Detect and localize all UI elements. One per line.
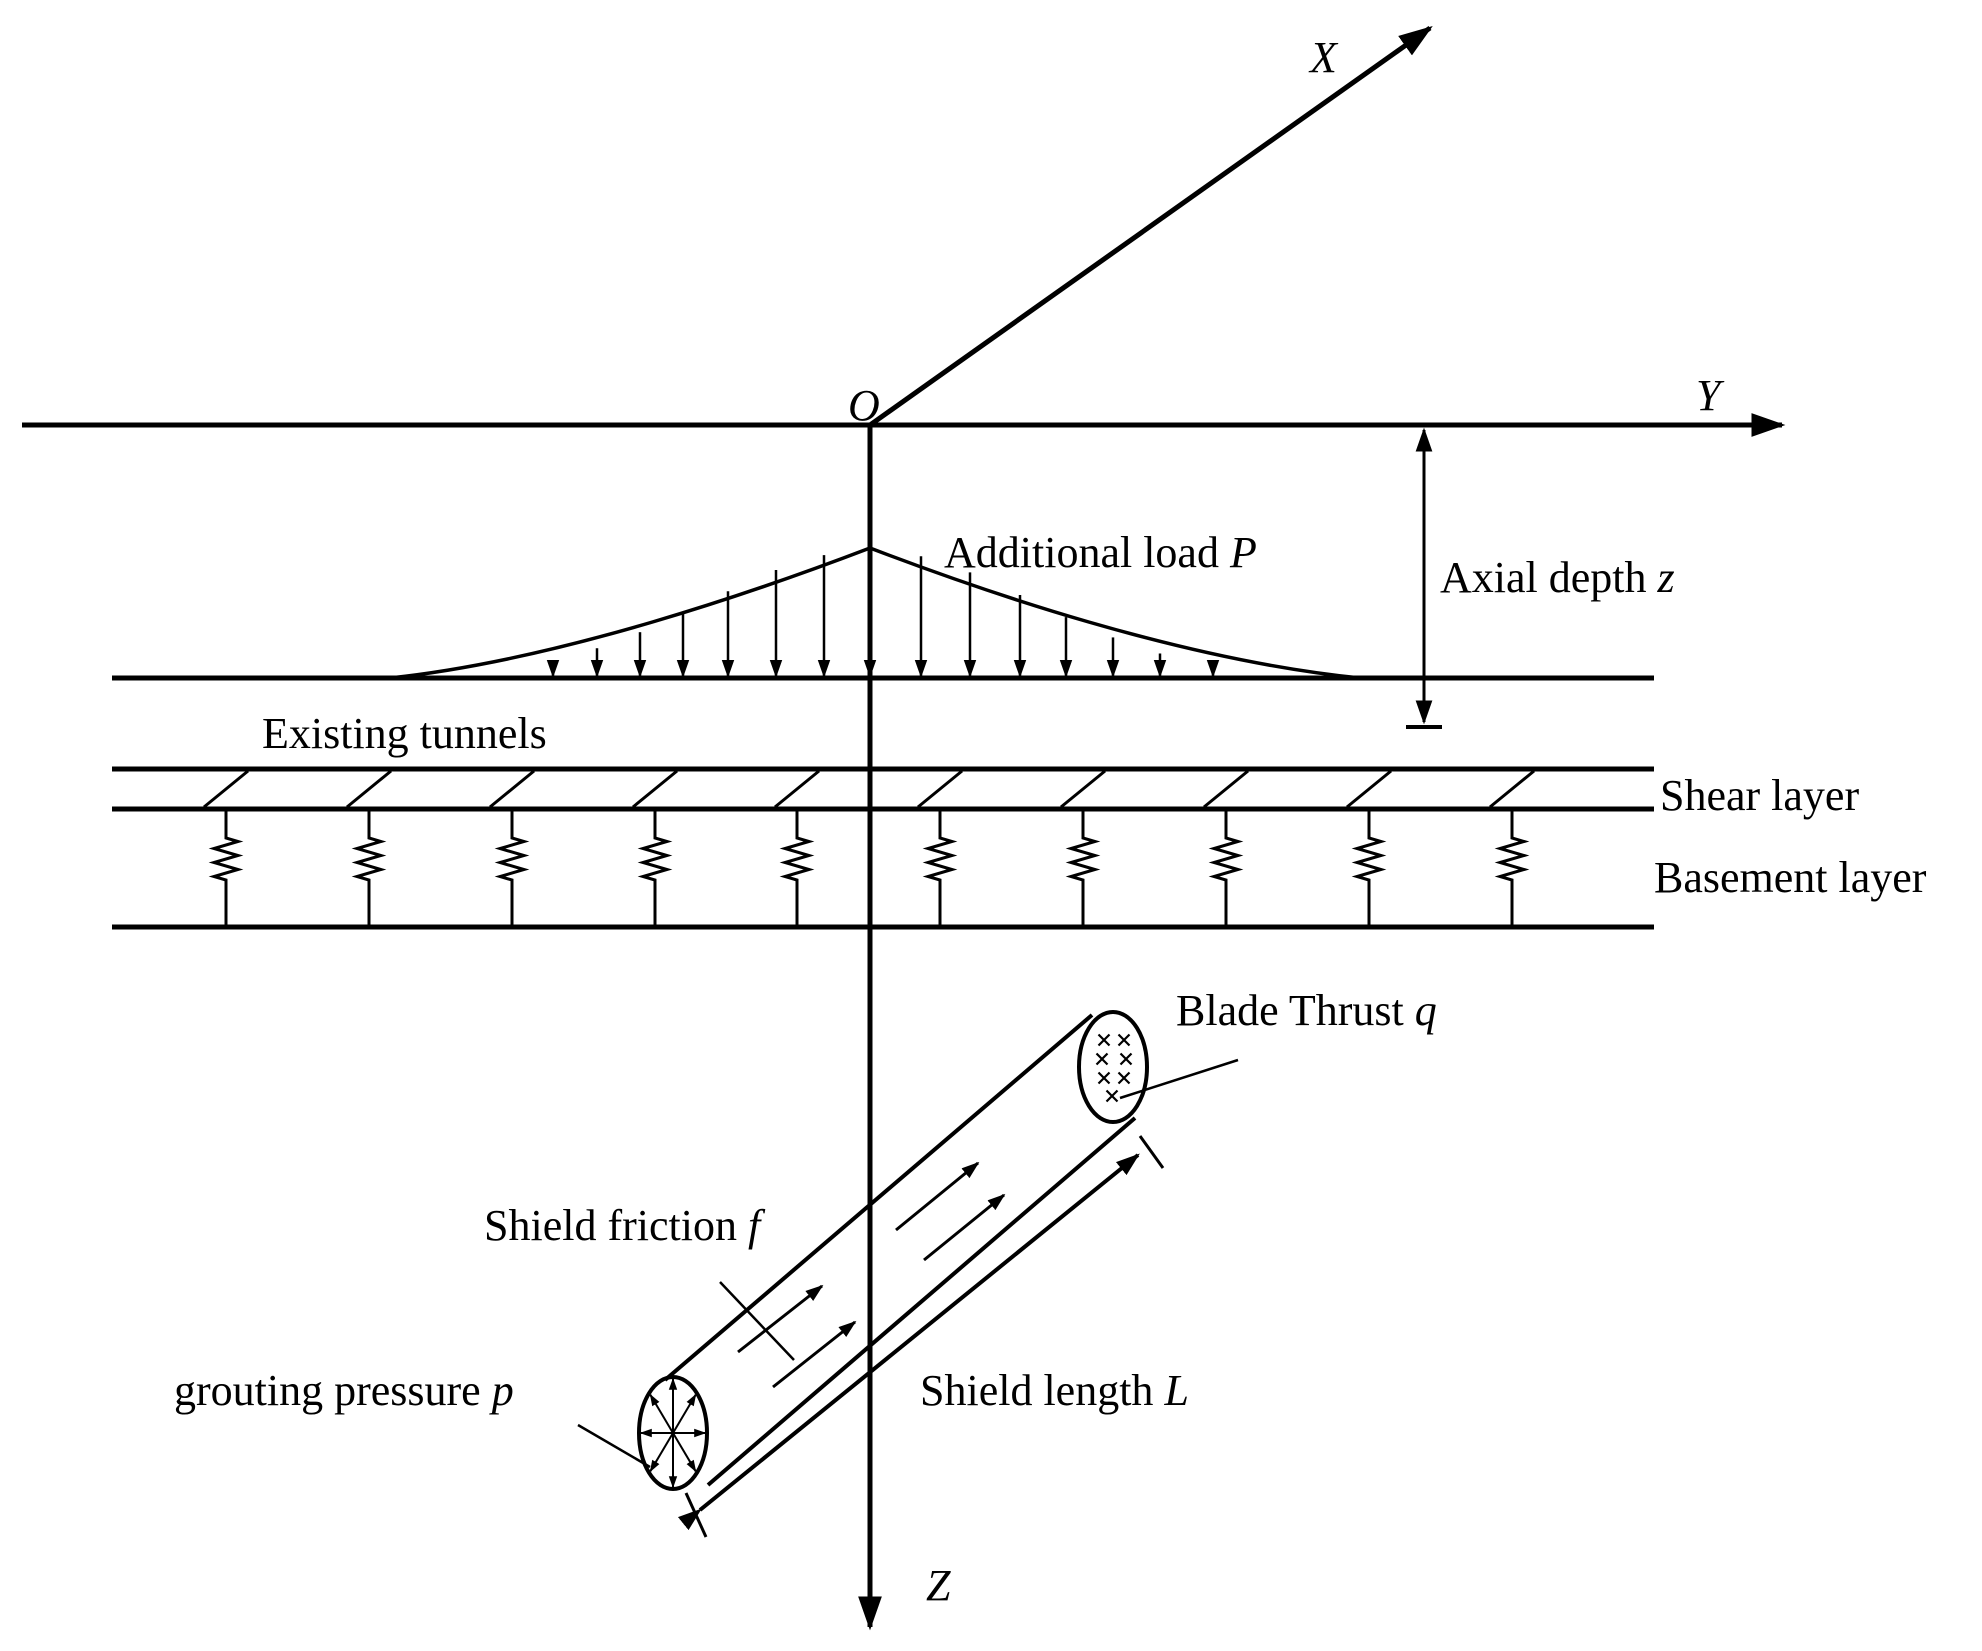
blade-thrust-crosses bbox=[1095, 1033, 1133, 1103]
grouting-arrow bbox=[649, 1393, 674, 1434]
shear-hatch-line bbox=[917, 769, 963, 809]
basement-layer-label: Basement layer bbox=[1654, 853, 1927, 902]
shear-hatch-line bbox=[632, 769, 678, 809]
basement-spring bbox=[779, 809, 815, 925]
shield-length-tick-start bbox=[684, 1492, 708, 1538]
thrust-cross bbox=[1119, 1052, 1133, 1066]
basement-spring bbox=[1494, 809, 1530, 925]
basement-spring bbox=[1351, 809, 1387, 925]
x-axis-label: X bbox=[1308, 33, 1339, 82]
shear-hatch-line bbox=[774, 769, 820, 809]
basement-springs bbox=[208, 809, 1530, 925]
shear-layer-label: Shear layer bbox=[1660, 771, 1859, 820]
shield-body-lower-edge bbox=[706, 1116, 1137, 1487]
shear-hatch-line bbox=[1060, 769, 1106, 809]
grouting-pressure-label: grouting pressure p bbox=[174, 1366, 514, 1415]
shield-length-tick-end bbox=[1138, 1135, 1165, 1169]
thrust-cross bbox=[1097, 1071, 1111, 1085]
basement-spring bbox=[494, 809, 530, 925]
axial-depth-label: Axial depth z bbox=[1440, 553, 1675, 602]
load-arrows bbox=[546, 550, 1220, 678]
thrust-cross bbox=[1097, 1033, 1111, 1047]
grouting-leader bbox=[577, 1423, 651, 1469]
shear-hatch-line bbox=[346, 769, 392, 809]
thrust-cross bbox=[1105, 1089, 1119, 1103]
z-axis-label: Z bbox=[926, 1561, 951, 1610]
cutter-face-ellipse bbox=[1077, 1010, 1149, 1124]
friction-arrow bbox=[772, 1320, 857, 1389]
blade-thrust-label: Blade Thrust q bbox=[1176, 986, 1437, 1035]
existing-tunnels-label: Existing tunnels bbox=[262, 709, 547, 758]
grouting-arrow bbox=[672, 1432, 697, 1473]
friction-arrow bbox=[737, 1284, 824, 1354]
x-axis bbox=[868, 25, 1433, 428]
thrust-cross bbox=[1117, 1033, 1131, 1047]
grouting-face bbox=[637, 1375, 709, 1491]
shield-friction-label: Shield friction f bbox=[484, 1201, 766, 1250]
shear-hatch-line bbox=[489, 769, 535, 809]
shield-body-upper-edge bbox=[663, 1013, 1094, 1382]
shear-hatch-line bbox=[1489, 769, 1535, 809]
shear-hatch-line bbox=[1203, 769, 1249, 809]
existing-tunnel-model: Existing tunnels Shear layer Basement la… bbox=[112, 675, 1927, 930]
shield-length-dimension bbox=[677, 1153, 1140, 1531]
shear-hatch-line bbox=[1346, 769, 1392, 809]
thrust-cross bbox=[1095, 1052, 1109, 1066]
additional-load-label: Additional load P bbox=[944, 528, 1257, 577]
basement-spring bbox=[922, 809, 958, 925]
grouting-arrow bbox=[649, 1432, 674, 1473]
thrust-cross bbox=[1117, 1071, 1131, 1085]
cutter-face bbox=[1077, 1010, 1149, 1124]
shear-hatch-line bbox=[203, 769, 249, 809]
additional-load: Additional load P bbox=[389, 528, 1361, 680]
shear-layer-hatching bbox=[203, 769, 1535, 809]
shield-length-label: Shield length L bbox=[920, 1366, 1189, 1415]
basement-spring bbox=[351, 809, 387, 925]
origin-label: O bbox=[848, 381, 880, 430]
grouting-pressure-arrows bbox=[639, 1377, 707, 1489]
axial-depth-dimension: Axial depth z bbox=[1406, 427, 1675, 729]
load-curve bbox=[389, 546, 1361, 680]
grouting-arrow bbox=[672, 1393, 697, 1434]
thrust-leader bbox=[1119, 1058, 1239, 1100]
basement-spring bbox=[637, 809, 673, 925]
friction-arrow bbox=[923, 1193, 1006, 1262]
basement-spring bbox=[208, 809, 244, 925]
y-axis-label: Y bbox=[1696, 371, 1725, 420]
basement-spring bbox=[1208, 809, 1244, 925]
basement-spring bbox=[1065, 809, 1101, 925]
shield-machine: Blade Thrust q Shield friction f groutin… bbox=[174, 986, 1437, 1538]
